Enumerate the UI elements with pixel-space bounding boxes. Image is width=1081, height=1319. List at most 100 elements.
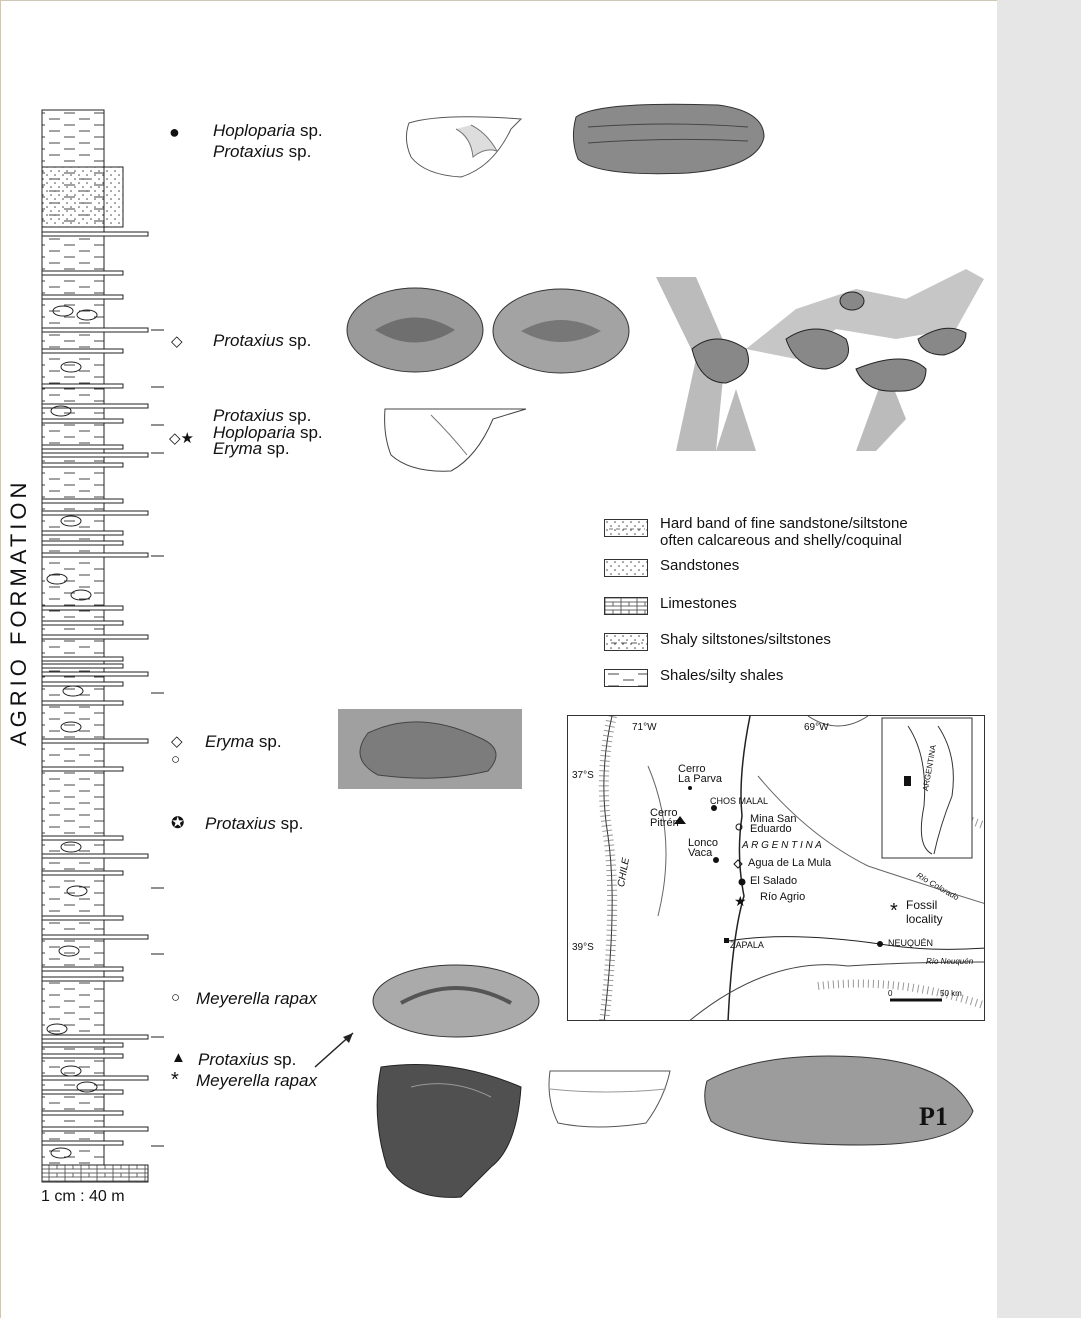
occurrence-label: Meyerella rapax bbox=[196, 990, 317, 1007]
fossil-photo bbox=[371, 963, 541, 1039]
column-band bbox=[42, 767, 123, 771]
column-band bbox=[42, 445, 123, 449]
fossil-photo bbox=[338, 709, 522, 789]
figure-page: AGRIO FORMATION 1 cm : 40 m ● Hoploparia… bbox=[0, 0, 997, 1318]
place-label: Vaca bbox=[688, 848, 712, 859]
place-label: NEUQUÉN bbox=[888, 938, 933, 949]
column-band bbox=[42, 1043, 123, 1047]
column-band bbox=[42, 463, 123, 467]
occurrence-label: Protaxius sp. bbox=[198, 1051, 296, 1068]
page-gutter bbox=[997, 0, 1081, 1318]
open-circle-symbol: ○ bbox=[171, 752, 180, 767]
legend-asterisk-icon: * bbox=[890, 906, 898, 917]
location-map: ★ 71°W 69°W 37°S 39°S Cerro La Parva CHO… bbox=[567, 715, 985, 1021]
fossil-photo bbox=[491, 287, 631, 375]
legend-label: Fossil bbox=[906, 900, 937, 911]
column-band bbox=[42, 553, 148, 557]
carapace-line-drawing bbox=[381, 405, 531, 477]
occurrence-label: Eryma sp. bbox=[213, 440, 290, 457]
legend-label: locality bbox=[906, 914, 943, 925]
gear-symbol: ✪ bbox=[171, 816, 184, 831]
svg-text:P1: P1 bbox=[919, 1102, 948, 1131]
column-band bbox=[42, 1141, 123, 1145]
latitude-label: 39°S bbox=[572, 942, 594, 953]
svg-text:★: ★ bbox=[734, 893, 747, 909]
occurrence-label: Protaxius sp. bbox=[213, 332, 311, 349]
place-label: Agua de La Mula bbox=[748, 858, 831, 869]
diamond-star-symbol: ◇★ bbox=[169, 431, 194, 446]
column-band bbox=[42, 1111, 123, 1115]
legend-text: Shales/silty shales bbox=[660, 667, 783, 684]
fossil-photo: P1 bbox=[701, 1051, 977, 1147]
place-label: Eduardo bbox=[750, 824, 792, 835]
column-band bbox=[42, 701, 123, 705]
column-band bbox=[42, 271, 123, 275]
fossil-photo bbox=[345, 285, 485, 375]
column-band bbox=[42, 606, 123, 610]
formation-label: AGRIO FORMATION bbox=[6, 406, 32, 746]
column-band bbox=[42, 621, 123, 625]
shale-swatch bbox=[604, 669, 648, 687]
column-band bbox=[42, 935, 148, 939]
fossil-photo bbox=[371, 1057, 526, 1201]
occurrence-label: Eryma sp. bbox=[205, 733, 282, 750]
pointer-arrow bbox=[313, 1027, 357, 1069]
river-label: Río Neuquén bbox=[926, 956, 973, 967]
occurrence-label: Protaxius sp. bbox=[213, 143, 311, 160]
column-band bbox=[42, 836, 123, 840]
column-band bbox=[42, 511, 148, 515]
scale-label: 50 km bbox=[940, 988, 962, 999]
legend-text: Shaly siltstones/siltstones bbox=[660, 631, 831, 648]
shaly-siltstone-swatch bbox=[604, 633, 648, 651]
column-band bbox=[42, 682, 123, 686]
column-band bbox=[42, 977, 123, 981]
burrow-system-drawing bbox=[656, 269, 984, 451]
occurrence-label: Hoploparia sp. bbox=[213, 122, 323, 139]
asterisk-symbol: * bbox=[171, 1073, 179, 1088]
occurrence-label: Protaxius sp. bbox=[213, 407, 311, 424]
column-band bbox=[42, 328, 148, 332]
column-band bbox=[42, 349, 123, 353]
fossil-photo bbox=[568, 97, 768, 181]
place-label: ZAPALA bbox=[730, 940, 764, 951]
place-label: El Salado bbox=[750, 876, 797, 887]
column-band bbox=[42, 854, 148, 858]
place-label: CHOS MALAL bbox=[710, 796, 768, 807]
column-band bbox=[42, 871, 123, 875]
carapace-line-drawing bbox=[546, 1069, 674, 1133]
scale-label: 1 cm : 40 m bbox=[41, 1188, 125, 1206]
limestone-swatch bbox=[604, 597, 648, 615]
filled-circle-symbol: ● bbox=[169, 125, 180, 140]
column-band bbox=[42, 384, 123, 388]
column-band bbox=[42, 1035, 148, 1039]
column-band bbox=[42, 664, 123, 668]
longitude-label: 69°W bbox=[804, 722, 829, 733]
scale-label: 0 bbox=[888, 988, 892, 999]
legend-text: Limestones bbox=[660, 595, 737, 612]
legend-text: Sandstones bbox=[660, 557, 739, 574]
sandstone-swatch bbox=[604, 559, 648, 577]
column-band bbox=[42, 657, 123, 661]
column-band bbox=[42, 916, 123, 920]
place-label: Río Agrio bbox=[760, 892, 805, 903]
longitude-label: 71°W bbox=[632, 722, 657, 733]
open-diamond-symbol: ◇ bbox=[171, 734, 183, 749]
column-band bbox=[42, 232, 148, 236]
place-label: Pitrén bbox=[650, 818, 679, 829]
column-band bbox=[42, 295, 123, 299]
country-label: A R G E N T I N A bbox=[742, 840, 822, 851]
hard-band-swatch bbox=[604, 519, 648, 537]
column-band bbox=[42, 739, 148, 743]
column-band bbox=[42, 419, 123, 423]
column-band bbox=[42, 499, 123, 503]
latitude-label: 37°S bbox=[572, 770, 594, 781]
column-band bbox=[42, 541, 123, 545]
column-band bbox=[42, 453, 148, 457]
column-band bbox=[42, 1076, 148, 1080]
column-band bbox=[42, 635, 148, 639]
column-band bbox=[42, 967, 123, 971]
carapace-line-drawing bbox=[401, 109, 531, 181]
column-band bbox=[42, 672, 148, 676]
column-band bbox=[42, 1127, 148, 1131]
